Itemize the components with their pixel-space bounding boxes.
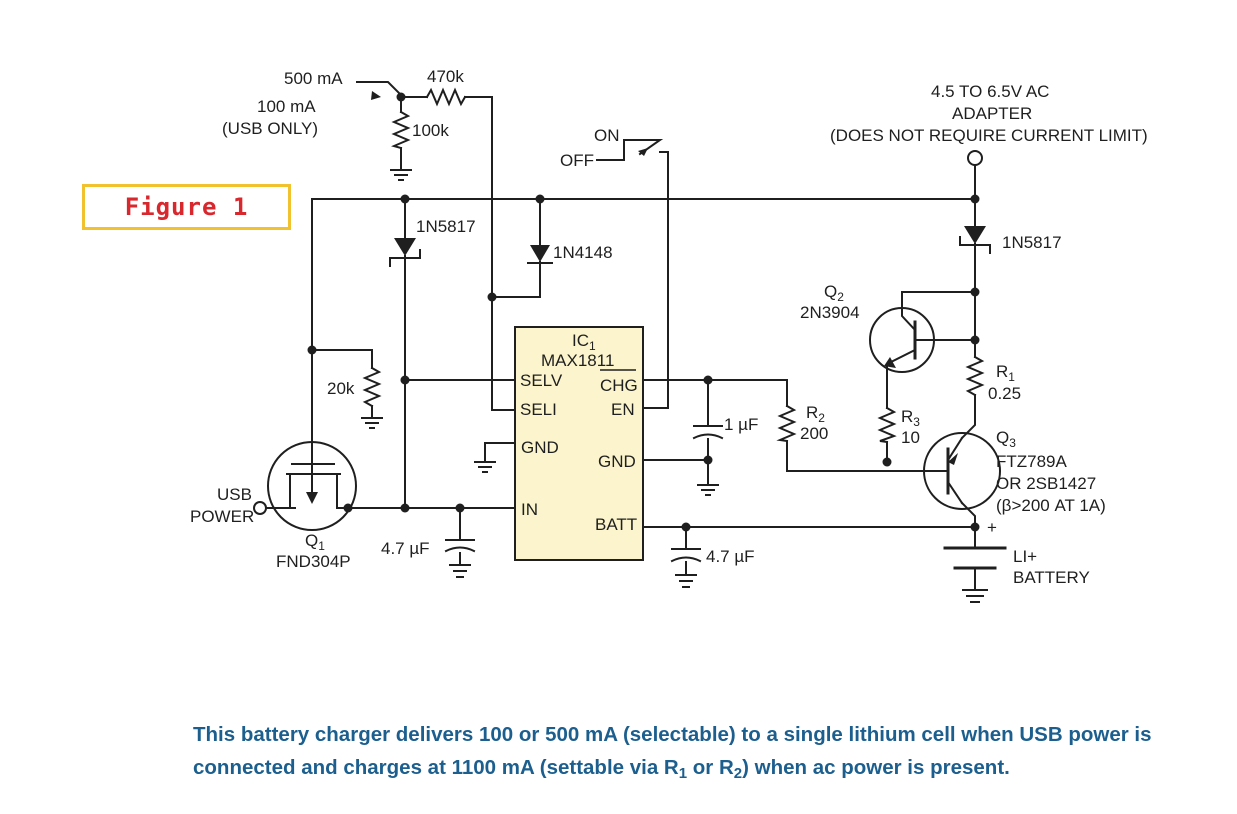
pin-gnd-right: GND: [598, 452, 636, 471]
label-battery-plus: +: [987, 518, 997, 537]
label-d3: 1N5817: [1002, 233, 1062, 252]
resistor-20k: [362, 366, 382, 408]
transistor-q3-pnp: [923, 432, 1001, 510]
label-q3-ref: Q3: [996, 428, 1016, 450]
label-r1-value: 0.25: [988, 384, 1021, 403]
label-q1-part: FND304P: [276, 552, 351, 571]
ic-part: MAX1811: [541, 351, 614, 370]
caption-part2: or R: [687, 756, 734, 779]
label-usb-only: (USB ONLY): [222, 119, 318, 138]
pin-chg: CHG: [600, 376, 638, 395]
usb-power-terminal: [253, 501, 267, 515]
ac-adapter-terminal: [967, 150, 983, 166]
pin-en: EN: [611, 400, 635, 419]
label-r2-ref: R2: [806, 403, 825, 425]
resistor-100k: [391, 110, 411, 150]
capacitor-4-7uf-batt: [670, 548, 702, 563]
ground-icon: [675, 574, 697, 588]
label-ac-1: 4.5 TO 6.5V AC: [931, 82, 1049, 101]
caption-part1: This battery charger delivers 100 or 500…: [193, 723, 1152, 779]
switch-select-arrow: [371, 91, 381, 100]
label-usb: USB: [217, 485, 252, 504]
label-q2-part: 2N3904: [800, 303, 860, 322]
label-q3-part: FTZ789A: [996, 452, 1068, 471]
label-c-in: 4.7 µF: [381, 539, 430, 558]
diode-1n4148: [527, 245, 553, 264]
label-470k: 470k: [427, 67, 464, 86]
pin-in: IN: [521, 500, 538, 519]
label-d2: 1N4148: [553, 243, 613, 262]
label-q3-note: (β>200 AT 1A): [996, 496, 1106, 515]
label-100ma: 100 mA: [257, 97, 316, 116]
pin-batt: BATT: [595, 515, 637, 534]
label-d1: 1N5817: [416, 217, 476, 236]
label-r3-ref: R3: [901, 407, 920, 429]
label-on: ON: [594, 126, 620, 145]
caption-part3: ) when ac power is present.: [742, 756, 1010, 779]
label-ac-3: (DOES NOT REQUIRE CURRENT LIMIT): [830, 126, 1148, 145]
diode-1n5817-d3: [959, 226, 991, 254]
ic-ref: IC1: [572, 331, 596, 353]
caption-sub1: 1: [678, 765, 688, 782]
transistor-q2-npn: [869, 291, 937, 373]
resistor-r1: [965, 355, 985, 397]
label-r2-value: 200: [800, 424, 828, 443]
caption-sub2: 2: [733, 765, 743, 782]
capacitor-4-7uf-in: [444, 539, 476, 553]
transistor-q1-mosfet: [267, 441, 357, 531]
diode-1n5817-d1: [389, 238, 421, 267]
label-100k: 100k: [412, 121, 449, 140]
label-q2-ref: Q2: [824, 282, 844, 304]
label-q1-ref: Q1: [305, 531, 325, 553]
label-r3-value: 10: [901, 428, 920, 447]
label-battery-2: BATTERY: [1013, 568, 1090, 587]
label-ac-2: ADAPTER: [952, 104, 1032, 123]
label-c-1uf: 1 µF: [724, 415, 758, 434]
capacitor-1uf: [692, 425, 724, 440]
battery-icon: [943, 546, 1007, 570]
pin-selv: SELV: [520, 371, 563, 390]
label-off: OFF: [560, 151, 594, 170]
junctions: [307, 92, 980, 532]
figure-label-box: Figure 1: [82, 184, 291, 230]
pin-gnd-left: GND: [521, 438, 559, 457]
label-500ma: 500 mA: [284, 69, 343, 88]
label-power: POWER: [190, 507, 254, 526]
label-r1-ref: R1: [996, 362, 1015, 384]
ground-icon: [449, 564, 471, 578]
resistor-r2: [776, 404, 797, 443]
resistor-470k: [425, 87, 467, 107]
label-c-batt: 4.7 µF: [706, 547, 755, 566]
pin-seli: SELI: [520, 400, 557, 419]
ic-max1811-body: [514, 326, 644, 561]
ground-icon: [962, 589, 988, 603]
figure-caption: This battery charger delivers 100 or 500…: [193, 718, 1173, 790]
label-q3-alt: OR 2SB1427: [996, 474, 1096, 493]
ground-icon: [361, 417, 383, 429]
label-20k: 20k: [327, 379, 355, 398]
label-battery-1: LI+: [1013, 547, 1037, 566]
ground-icon: [474, 461, 496, 473]
ground-icon: [697, 484, 719, 496]
resistor-r3: [877, 406, 897, 444]
figure-title: Figure 1: [124, 193, 249, 221]
ground-icon: [390, 169, 412, 181]
switch-en-arrow: [638, 148, 648, 156]
